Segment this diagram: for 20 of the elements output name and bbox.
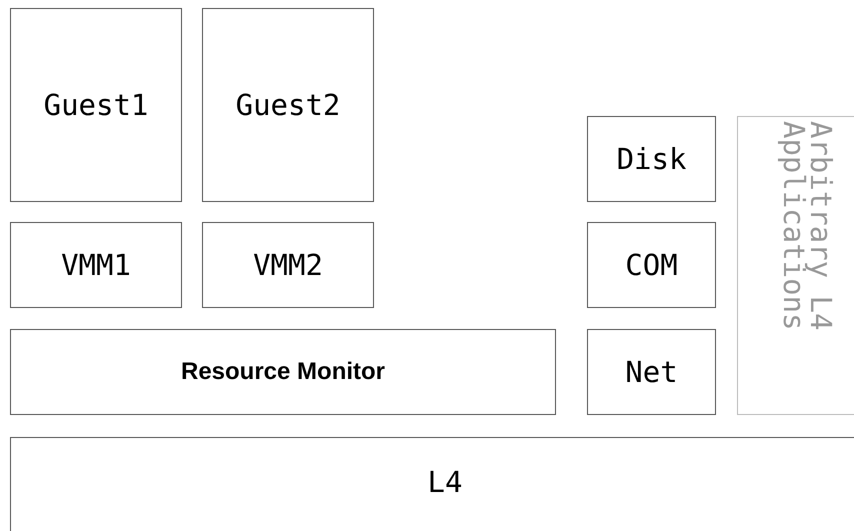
- vmm-label: VMM1: [61, 248, 131, 282]
- driver-label: COM: [625, 248, 678, 282]
- layer-box: [10, 222, 182, 308]
- layer-box: [10, 329, 556, 415]
- layer-box: [202, 222, 374, 308]
- driver-label: Net: [625, 355, 678, 389]
- applications-label: Arbitrary L4 Applications: [780, 121, 834, 333]
- vmm-label: VMM2: [253, 248, 323, 282]
- layer-box: [202, 8, 374, 202]
- kernel-label: L4: [428, 465, 462, 499]
- monitor-label: Resource Monitor: [180, 358, 386, 386]
- guest-label: Guest2: [236, 88, 340, 122]
- layer-box: [587, 116, 716, 202]
- layer-box: [10, 437, 854, 531]
- layer-box: [737, 116, 854, 415]
- layer-box: [10, 8, 182, 202]
- layer-box: [587, 222, 716, 308]
- driver-label: Disk: [616, 142, 686, 176]
- guest-label: Guest1: [44, 88, 148, 122]
- layer-box: [587, 329, 716, 415]
